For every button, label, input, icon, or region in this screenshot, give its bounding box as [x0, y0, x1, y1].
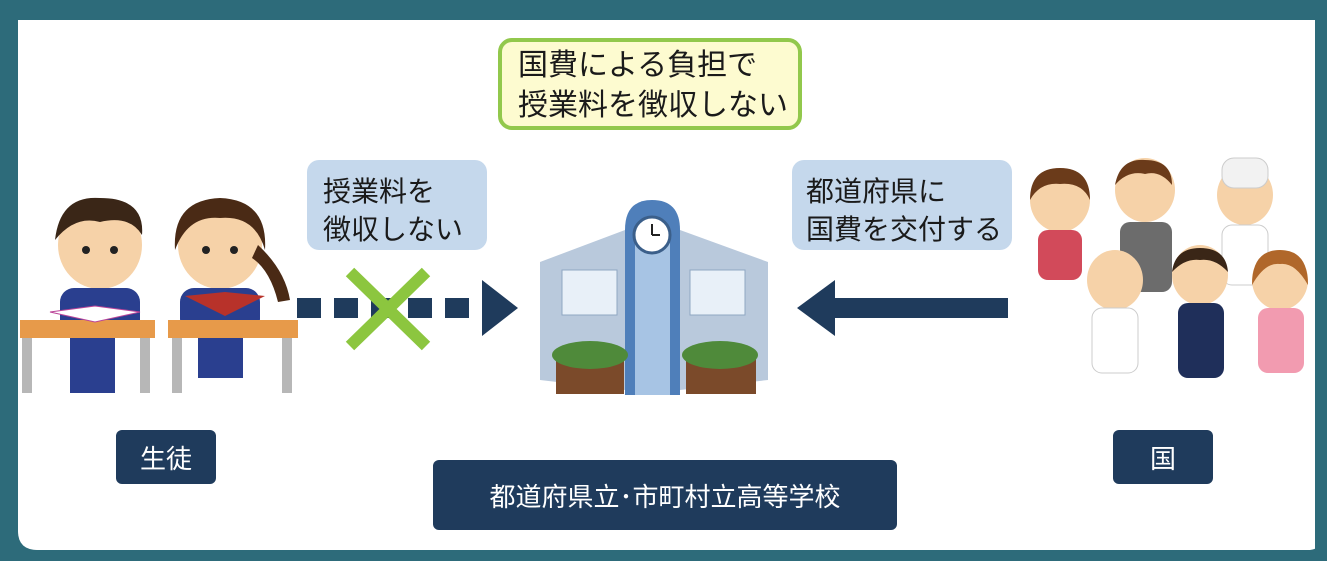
right-speech-bubble: 都道府県に 国費を交付する [792, 160, 1012, 250]
nation-label-text: 国 [1149, 444, 1176, 475]
students-label-text: 生徒 [139, 444, 192, 475]
left-bubble-line-2: 徴収しない [323, 213, 464, 246]
right-bubble-line-1: 都道府県に [806, 175, 947, 208]
school-label: 都道府県立･市町村立高等学校 [433, 460, 897, 530]
people-group-illustration [1030, 157, 1308, 378]
left-speech-bubble: 授業料を 徴収しない [307, 160, 487, 250]
highlight-line-1: 国費による負担で [518, 48, 758, 83]
school-label-text: 都道府県立･市町村立高等学校 [489, 482, 841, 513]
school-building-illustration [540, 200, 768, 395]
students-at-desks-illustration [20, 197, 298, 393]
students-label: 生徒 [116, 430, 216, 484]
nation-label: 国 [1113, 430, 1213, 484]
left-bubble-line-1: 授業料を [323, 175, 436, 208]
right-bubble-line-2: 国費を交付する [806, 213, 1003, 246]
highlight-line-2: 授業料を徴収しない [518, 88, 788, 123]
solid-arrow-left-icon [797, 280, 1008, 336]
highlight-box: 国費による負担で 授業料を徴収しない [498, 38, 802, 130]
cross-mark-icon [345, 267, 431, 351]
